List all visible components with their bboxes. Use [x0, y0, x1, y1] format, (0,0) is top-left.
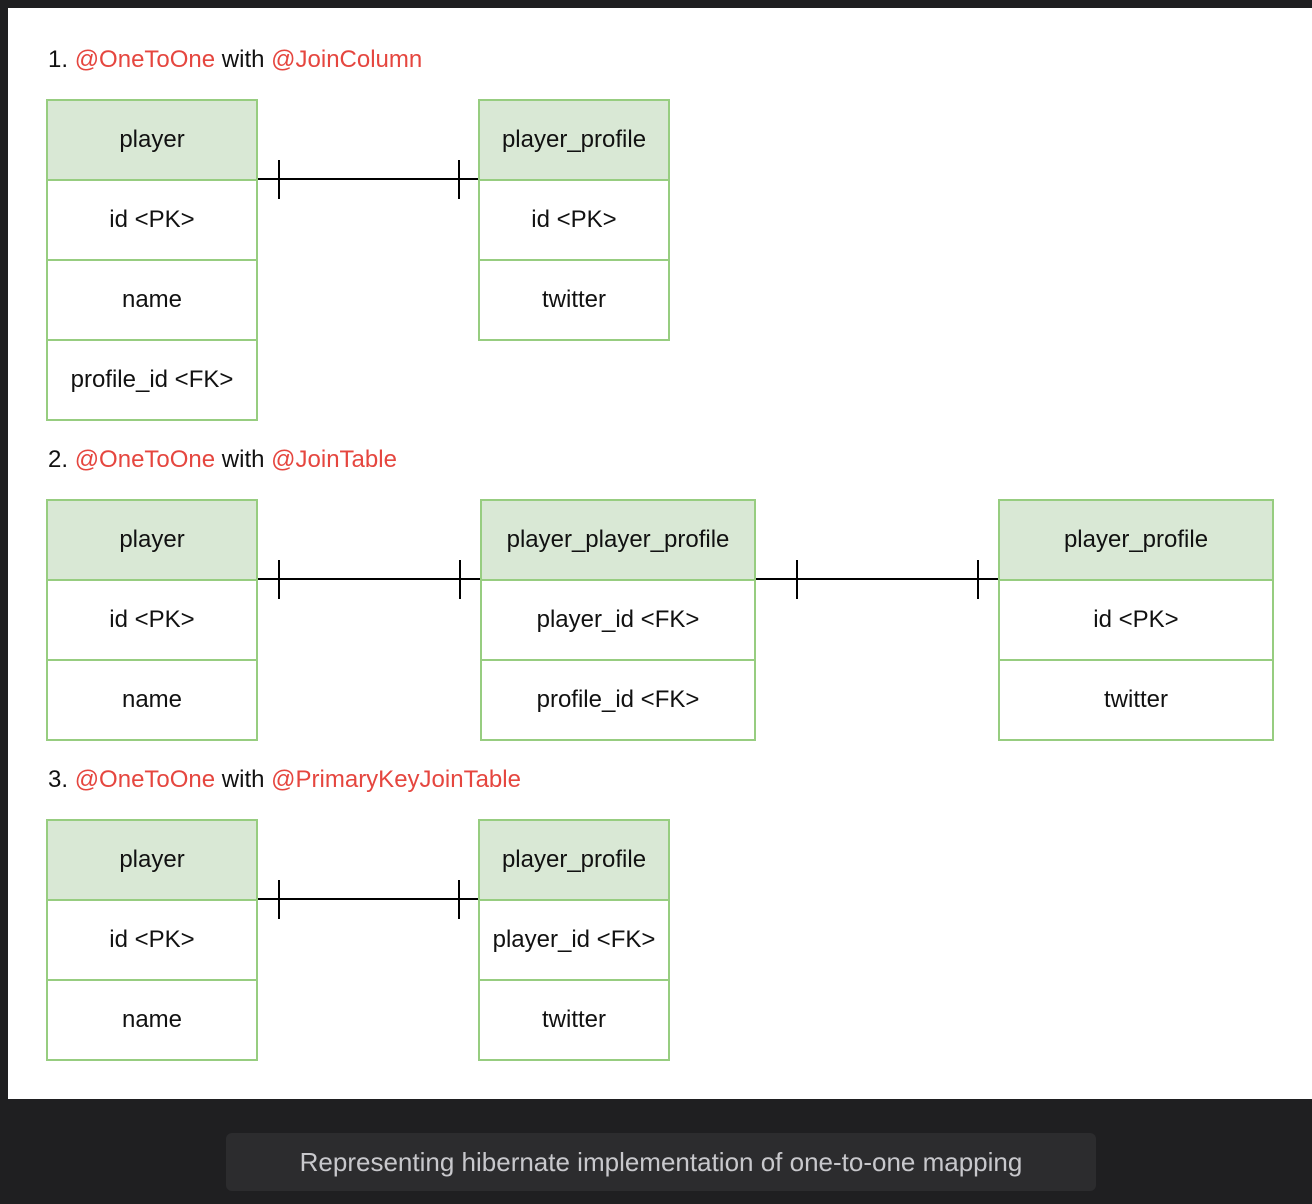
- entity-header: player_player_profile: [482, 501, 754, 579]
- section-number: 2.: [48, 446, 69, 473]
- entity-field: player_id <FK>: [480, 899, 668, 979]
- entity-field: id <PK>: [480, 179, 668, 259]
- entity-field: id <PK>: [1000, 579, 1272, 659]
- entity-field: name: [48, 259, 256, 339]
- annotation-label: @OneToOne: [74, 766, 216, 793]
- join-annotation-label: @PrimaryKeyJoinTable: [271, 766, 521, 793]
- entity-field: profile_id <FK>: [482, 659, 754, 739]
- entity-field: twitter: [480, 979, 668, 1059]
- entity-field: id <PK>: [48, 899, 256, 979]
- entity-field: player_id <FK>: [482, 579, 754, 659]
- connector-word: with: [221, 766, 265, 793]
- entity-player: player id <PK> name: [46, 499, 258, 741]
- entity-field: id <PK>: [48, 579, 256, 659]
- entity-header: player: [48, 501, 256, 579]
- join-annotation-label: @JoinTable: [271, 446, 397, 473]
- entity-player-profile: player_profile id <PK> twitter: [998, 499, 1274, 741]
- connector-word: with: [221, 446, 265, 473]
- section-3-heading: 3. @OneToOne with @PrimaryKeyJoinTable: [48, 766, 521, 794]
- connector-word: with: [221, 46, 265, 73]
- entity-field: twitter: [1000, 659, 1272, 739]
- entity-field: profile_id <FK>: [48, 339, 256, 419]
- join-annotation-label: @JoinColumn: [271, 46, 423, 73]
- annotation-label: @OneToOne: [74, 446, 216, 473]
- entity-header: player_profile: [480, 821, 668, 899]
- entity-header: player_profile: [480, 101, 668, 179]
- entity-header: player_profile: [1000, 501, 1272, 579]
- entity-header: player: [48, 101, 256, 179]
- section-1-heading: 1. @OneToOne with @JoinColumn: [48, 46, 422, 74]
- entity-field: twitter: [480, 259, 668, 339]
- section-2-heading: 2. @OneToOne with @JoinTable: [48, 446, 397, 474]
- entity-field: name: [48, 659, 256, 739]
- entity-field: name: [48, 979, 256, 1059]
- entity-field: id <PK>: [48, 179, 256, 259]
- section-number: 1.: [48, 46, 69, 73]
- entity-player-profile: player_profile player_id <FK> twitter: [478, 819, 670, 1061]
- entity-player: player id <PK> name profile_id <FK>: [46, 99, 258, 421]
- entity-player: player id <PK> name: [46, 819, 258, 1061]
- entity-player-profile: player_profile id <PK> twitter: [478, 99, 670, 341]
- section-number: 3.: [48, 766, 69, 793]
- annotation-label: @OneToOne: [74, 46, 216, 73]
- entity-header: player: [48, 821, 256, 899]
- entity-player-player-profile: player_player_profile player_id <FK> pro…: [480, 499, 756, 741]
- figure-caption: Representing hibernate implementation of…: [226, 1133, 1096, 1191]
